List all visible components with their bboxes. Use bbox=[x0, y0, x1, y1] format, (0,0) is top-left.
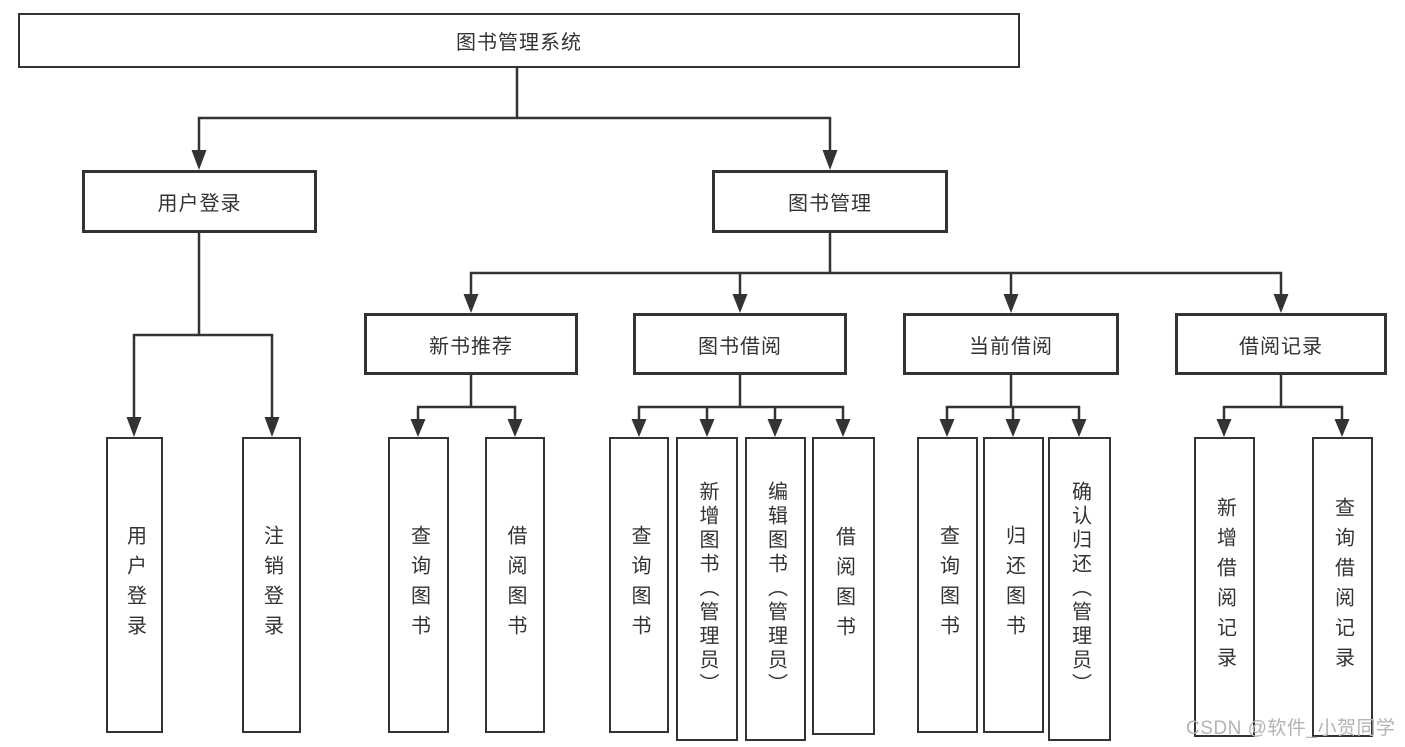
node-label: 借阅记录 bbox=[1239, 335, 1323, 358]
leaf-borrow-add-books-admin: 新增图书（管理员） bbox=[676, 437, 738, 741]
node-label: 查询图书 bbox=[936, 525, 959, 645]
leaf-record-query-record: 查询借阅记录 bbox=[1312, 437, 1373, 737]
node-label: 新增借阅记录 bbox=[1213, 497, 1236, 677]
leaf-current-return-books: 归还图书 bbox=[983, 437, 1044, 733]
node-new-book-recommend: 新书推荐 bbox=[364, 313, 578, 375]
node-label: 借阅图书 bbox=[504, 525, 526, 645]
leaf-user-login: 用户登录 bbox=[106, 437, 163, 733]
node-root-library-management-system: 图书管理系统 bbox=[18, 13, 1020, 68]
node-label: 新增图书（管理员） bbox=[696, 481, 718, 697]
node-user-login-group: 用户登录 bbox=[82, 170, 317, 233]
node-label: 图书管理 bbox=[788, 193, 872, 215]
node-book-borrow: 图书借阅 bbox=[633, 313, 847, 375]
leaf-record-add-record: 新增借阅记录 bbox=[1194, 437, 1255, 737]
node-borrow-records: 借阅记录 bbox=[1175, 313, 1387, 375]
leaf-current-query-books: 查询图书 bbox=[917, 437, 978, 733]
node-label: 用户登录 bbox=[157, 193, 242, 215]
node-label: 注销登录 bbox=[260, 525, 283, 645]
leaf-borrow-query-books: 查询图书 bbox=[609, 437, 669, 733]
node-book-management: 图书管理 bbox=[712, 170, 948, 233]
node-label: 新书推荐 bbox=[429, 335, 513, 358]
node-label: 编辑图书（管理员） bbox=[764, 481, 787, 697]
leaf-borrow-borrow-books: 借阅图书 bbox=[812, 437, 875, 735]
leaf-borrow-edit-books-admin: 编辑图书（管理员） bbox=[745, 437, 806, 741]
leaf-newbook-borrow-books: 借阅图书 bbox=[485, 437, 545, 733]
node-label: 图书管理系统 bbox=[456, 32, 582, 54]
node-label: 归还图书 bbox=[1002, 525, 1025, 645]
node-label: 确认归还（管理员） bbox=[1068, 481, 1091, 697]
node-label: 查询图书 bbox=[628, 525, 650, 645]
leaf-newbook-query-books: 查询图书 bbox=[388, 437, 449, 733]
node-label: 用户登录 bbox=[123, 525, 146, 645]
node-label: 借阅图书 bbox=[832, 526, 855, 646]
node-label: 查询图书 bbox=[407, 525, 430, 645]
node-label: 当前借阅 bbox=[969, 335, 1053, 358]
node-label: 查询借阅记录 bbox=[1331, 497, 1354, 677]
node-label: 图书借阅 bbox=[698, 335, 782, 358]
node-current-borrow: 当前借阅 bbox=[903, 313, 1119, 375]
leaf-current-confirm-return-admin: 确认归还（管理员） bbox=[1048, 437, 1111, 741]
leaf-logout: 注销登录 bbox=[242, 437, 301, 733]
csdn-watermark: CSDN @软件_小贺同学 bbox=[1186, 718, 1396, 739]
